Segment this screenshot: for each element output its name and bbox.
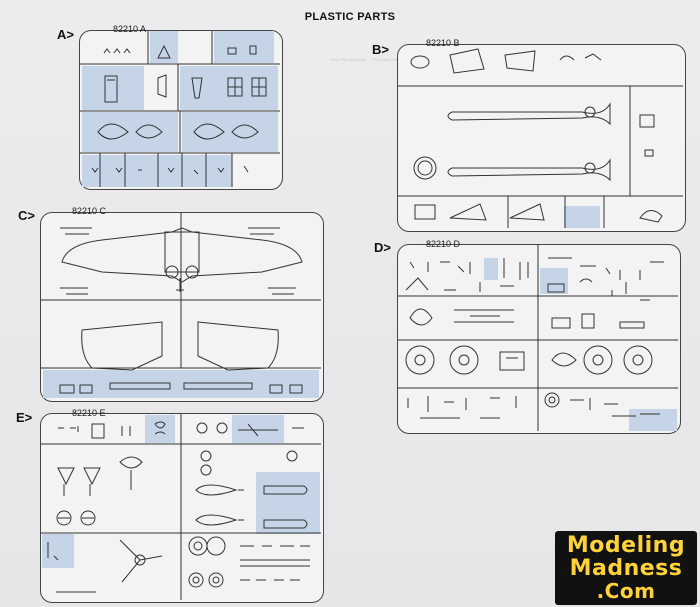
frame-d-parts [405, 257, 664, 419]
frame-e-shading [42, 534, 74, 568]
fuselage-marking-icon [584, 106, 596, 174]
frame-a-shading [182, 112, 278, 152]
frame-e-parts [47, 421, 310, 593]
logo-line-1: Modeling [566, 533, 686, 558]
frame-b-parts [410, 48, 663, 223]
modeling-madness-logo: Modeling Madness .Com [555, 531, 697, 605]
page-title: PLASTIC PARTS [304, 11, 396, 23]
frame-c-code: 82210 C [72, 206, 107, 216]
frame-a-shading [214, 31, 274, 63]
logo-line-3: .Com [596, 579, 656, 603]
frame-b-label: B> [372, 42, 389, 57]
frame-c-parts [59, 227, 303, 394]
logo-line-2: Madness [569, 556, 683, 581]
frame-d-shading [484, 258, 498, 280]
frame-a-code: 82210 A [113, 24, 147, 34]
frame-d-code: 82210 D [426, 239, 461, 249]
frame-e-shading [232, 415, 284, 443]
frame-a-parts [91, 44, 267, 175]
frame-e-runners [41, 414, 321, 600]
frame-b-shading [564, 206, 600, 228]
frame-e-label: E> [16, 410, 33, 425]
frame-e-shading [145, 415, 175, 443]
frame-c-runners [41, 213, 321, 369]
frame-c-label: C> [18, 208, 35, 223]
frame-a-shading [180, 66, 278, 110]
frame-a-runners [80, 31, 280, 187]
frame-d-runners [398, 245, 678, 431]
frame-d-shading [540, 268, 568, 294]
frame-e-shading [256, 472, 320, 534]
frame-d-label: D> [374, 240, 391, 255]
frame-b-code: 82210 B [426, 38, 460, 48]
frame-e-code: 82210 E [72, 408, 106, 418]
frame-b-runners [398, 85, 683, 228]
frame-a-shading [82, 155, 232, 187]
frame-a-label: A> [57, 27, 74, 42]
frame-a-shading [82, 66, 144, 110]
sprue-frame-b [397, 44, 686, 232]
